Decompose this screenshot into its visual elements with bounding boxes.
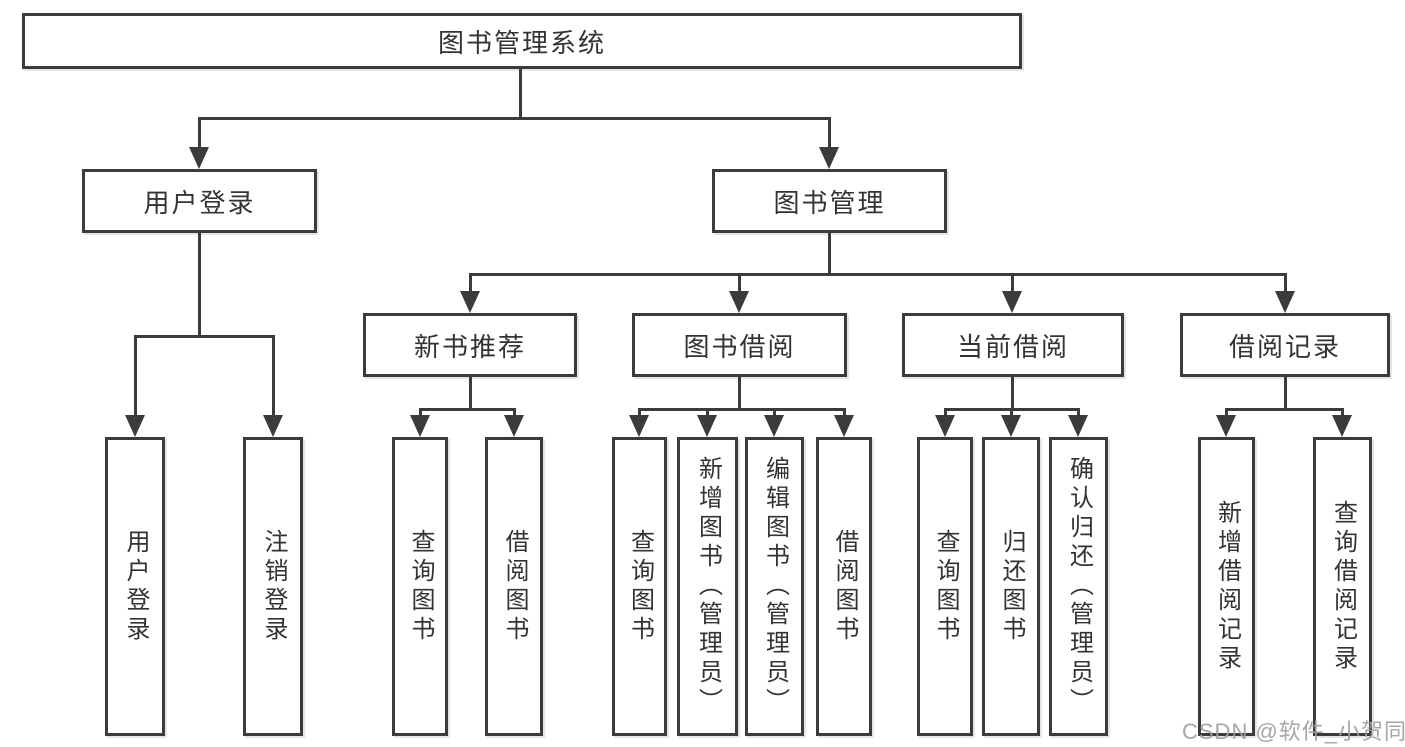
connector-leaf-drop — [1010, 408, 1013, 417]
node-label: 图书管理系统 — [437, 27, 606, 58]
connector-group-stem — [738, 377, 741, 408]
arrowhead-down-icon — [1216, 415, 1236, 437]
leaf-borrow-books: 借阅图书 — [816, 437, 872, 736]
leaf-query-books-borrowing: 查询图书 — [612, 437, 667, 736]
leaf-query-books-recommend: 查询图书 — [392, 437, 448, 736]
connector-group-rail — [638, 408, 846, 411]
connector-group-drop — [738, 273, 741, 293]
arrowhead-down-icon — [263, 415, 283, 437]
leaf-query-borrow-record: 查询借阅记录 — [1313, 437, 1372, 736]
leaf-label: 用户登录 — [122, 528, 149, 645]
connector-root-stem — [519, 69, 522, 117]
connector-leaf-drop — [1077, 408, 1080, 417]
arrowhead-down-icon — [729, 291, 749, 313]
connector-book-mgmt-rail — [469, 273, 1287, 276]
connector-group-stem — [1284, 377, 1287, 408]
leaf-label: 确认归还（管理员） — [1065, 456, 1093, 717]
node-borrowing-records: 借阅记录 — [1180, 313, 1390, 377]
node-label: 借阅记录 — [1228, 331, 1341, 362]
connector-leaf-drop — [773, 408, 776, 417]
connector-leaf-drop — [1341, 408, 1344, 417]
connector-group-rail — [419, 408, 516, 411]
connector-leaf-drop — [419, 408, 422, 417]
arrowhead-down-icon — [189, 147, 209, 169]
node-library-management-system: 图书管理系统 — [22, 13, 1022, 69]
leaf-label: 归还图书 — [998, 528, 1025, 645]
arrowhead-down-icon — [629, 415, 649, 437]
arrowhead-down-icon — [460, 291, 480, 313]
connector-group-drop — [469, 273, 472, 293]
connector-leaf-drop — [134, 335, 137, 417]
connector-group-drop — [1284, 273, 1287, 293]
node-current-borrowing: 当前借阅 — [902, 313, 1124, 377]
connector-leaf-drop — [513, 408, 516, 417]
leaf-user-login: 用户登录 — [105, 437, 165, 736]
arrowhead-down-icon — [819, 147, 839, 169]
connector-group-drop — [1011, 273, 1014, 293]
connector-leaf-drop — [843, 408, 846, 417]
leaf-label: 查询图书 — [407, 528, 434, 645]
node-book-borrowing: 图书借阅 — [632, 313, 847, 377]
connector-leaf-drop — [1225, 408, 1228, 417]
node-label: 图书借阅 — [683, 331, 796, 362]
leaf-edit-books-admin: 编辑图书（管理员） — [745, 437, 804, 736]
node-label: 用户登录 — [143, 187, 256, 218]
leaf-label: 借阅图书 — [501, 528, 528, 645]
connector-user-login-drop — [198, 117, 201, 149]
connector-user-login-stem — [198, 233, 201, 335]
arrowhead-down-icon — [697, 415, 717, 437]
arrowhead-down-icon — [834, 415, 854, 437]
leaf-query-books-current: 查询图书 — [917, 437, 973, 736]
node-label: 图书管理 — [773, 187, 886, 218]
arrowhead-down-icon — [1001, 415, 1021, 437]
node-label: 当前借阅 — [956, 331, 1069, 362]
leaf-label: 借阅图书 — [831, 528, 858, 645]
csdn-watermark: CSDN @软件_小贺同学 — [1182, 719, 1405, 744]
connector-book-mgmt-stem — [828, 233, 831, 273]
connector-group-stem — [1011, 377, 1014, 408]
arrowhead-down-icon — [504, 415, 524, 437]
arrowhead-down-icon — [125, 415, 145, 437]
leaf-add-borrow-record: 新增借阅记录 — [1198, 437, 1255, 736]
connector-user-login-rail — [134, 335, 275, 338]
leaf-borrow-books-recommend: 借阅图书 — [485, 437, 543, 736]
arrowhead-down-icon — [410, 415, 430, 437]
node-user-login: 用户登录 — [82, 169, 317, 233]
connector-root-rail — [198, 117, 831, 120]
connector-leaf-drop — [272, 335, 275, 417]
leaf-label: 编辑图书（管理员） — [761, 456, 789, 717]
connector-leaf-drop — [638, 408, 641, 417]
connector-book-mgmt-drop — [828, 117, 831, 149]
arrowhead-down-icon — [1068, 415, 1088, 437]
leaf-confirm-return-admin: 确认归还（管理员） — [1049, 437, 1108, 736]
connector-group-stem — [469, 377, 472, 408]
connector-leaf-drop — [944, 408, 947, 417]
leaf-label: 查询借阅记录 — [1329, 499, 1357, 674]
node-label: 新书推荐 — [413, 331, 526, 362]
arrowhead-down-icon — [1332, 415, 1352, 437]
leaf-label: 新增图书（管理员） — [694, 456, 722, 717]
leaf-logout: 注销登录 — [243, 437, 303, 736]
leaf-add-books-admin: 新增图书（管理员） — [677, 437, 738, 736]
node-new-book-recommendation: 新书推荐 — [363, 313, 577, 377]
arrowhead-down-icon — [935, 415, 955, 437]
leaf-label: 注销登录 — [260, 528, 287, 645]
leaf-label: 查询图书 — [932, 528, 959, 645]
node-book-management: 图书管理 — [712, 169, 947, 233]
arrowhead-down-icon — [1275, 291, 1295, 313]
leaf-label: 查询图书 — [626, 528, 654, 645]
leaf-return-books: 归还图书 — [982, 437, 1040, 736]
leaf-label: 新增借阅记录 — [1213, 499, 1241, 674]
connector-leaf-drop — [706, 408, 709, 417]
arrowhead-down-icon — [764, 415, 784, 437]
connector-group-rail — [1225, 408, 1344, 411]
arrowhead-down-icon — [1002, 291, 1022, 313]
